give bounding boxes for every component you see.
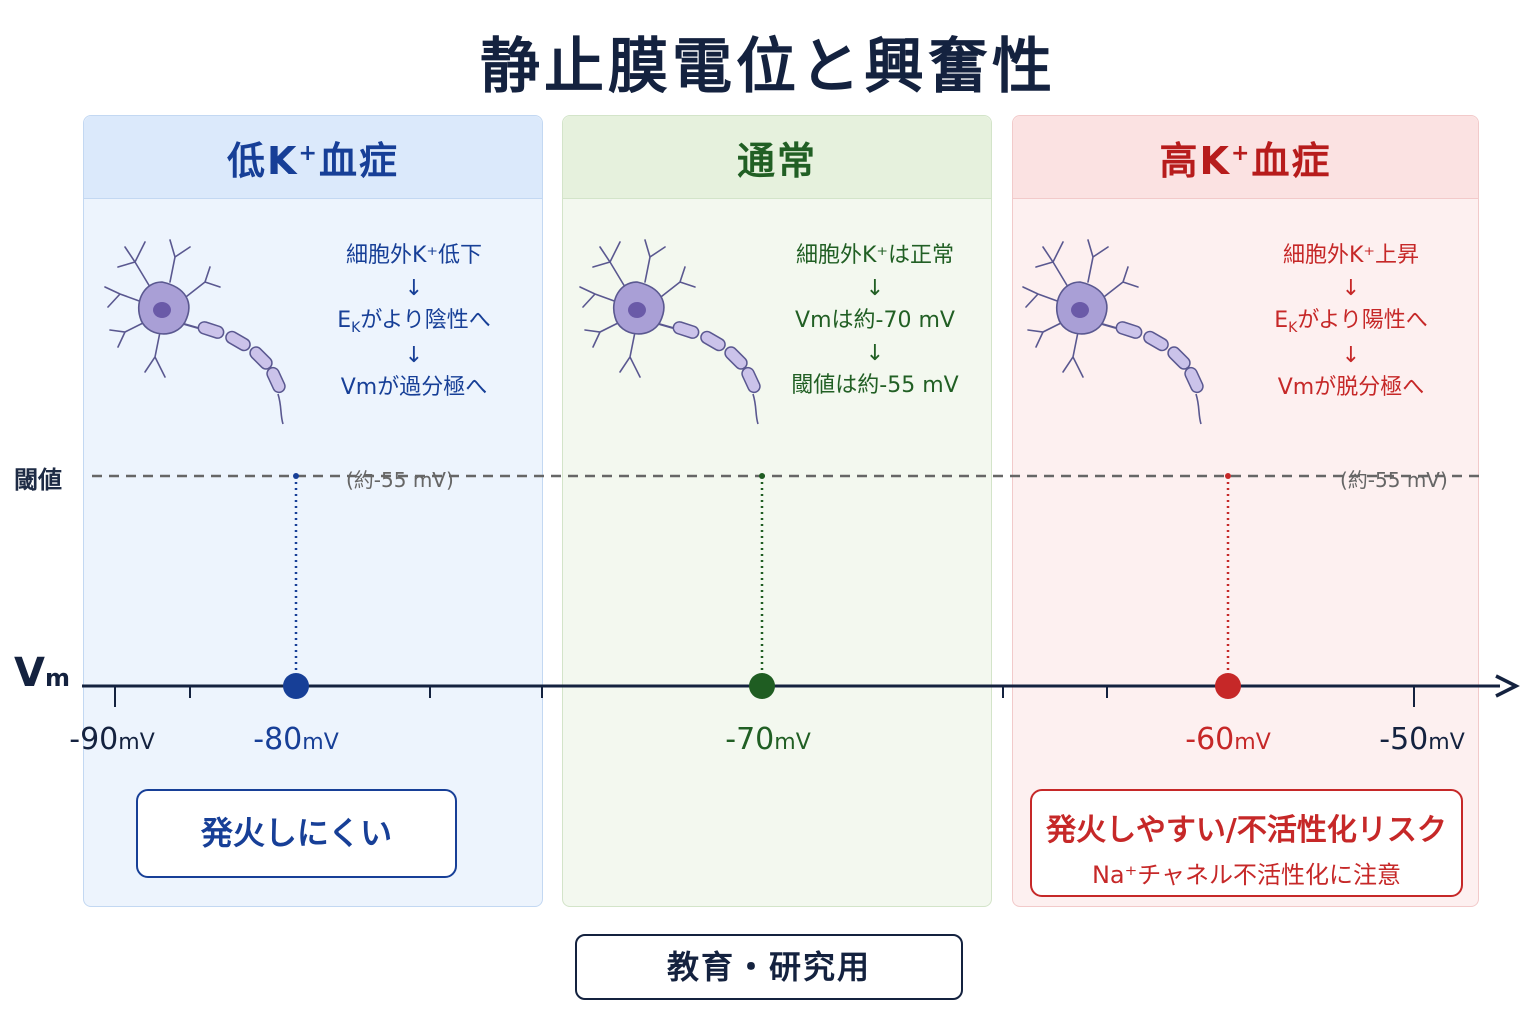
vm-markers	[283, 473, 1241, 699]
tick-value: -70	[725, 722, 775, 757]
flow-subscript: K	[351, 320, 361, 336]
flow-subscript: K	[1288, 320, 1298, 336]
flow-text: E	[1274, 308, 1289, 333]
down-arrow-icon: ↓	[1341, 275, 1361, 301]
outcome-title: 発火しやすい/不活性化リスク	[1046, 813, 1447, 848]
axis-label: Vm	[14, 650, 70, 696]
tick-label: -60mV	[1185, 722, 1270, 757]
neuron-icon	[1022, 239, 1204, 425]
tick-label: -50mV	[1379, 722, 1464, 757]
outcome-note: Na⁺チャネル不活性化に注意	[1091, 861, 1402, 889]
panel-normal: 通常	[562, 115, 992, 907]
tick-value: -50	[1379, 722, 1429, 757]
outcome-box-hypokalemia: 発火しにくい	[136, 789, 457, 878]
vm-marker-hyper	[1215, 673, 1241, 699]
tick-unit: mV	[1234, 730, 1271, 755]
tick-unit: mV	[302, 730, 339, 755]
flow-text: がより陰性へ	[360, 308, 491, 333]
vm-marker-normal	[749, 673, 775, 699]
flow-line: Vmは約-70 mV	[795, 308, 955, 333]
flow-line: EKがより陽性へ	[1231, 305, 1471, 340]
down-arrow-icon: ↓	[404, 275, 424, 301]
flow-line: 閾値は約-55 mV	[791, 373, 959, 398]
tick-label: -90mV	[69, 722, 154, 757]
threshold-value: (約-55 mV)	[346, 468, 454, 492]
flow-hypokalemia: 細胞外K⁺低下 ↓ EKがより陰性へ ↓ Vmが過分極へ	[294, 240, 534, 405]
threshold-value: (約-55 mV)	[1340, 468, 1448, 492]
flow-line: 細胞外K⁺低下	[345, 243, 483, 268]
panel-header-normal: 通常	[563, 116, 991, 199]
tick-unit: mV	[774, 730, 811, 755]
panel-hypokalemia: 低K+血症	[83, 115, 543, 907]
axis-arrow-icon	[1495, 674, 1520, 698]
flow-hyperkalemia: 細胞外K⁺上昇 ↓ EKがより陽性へ ↓ Vmが脱分極へ	[1231, 240, 1471, 405]
header-text-tail: 血症	[1251, 138, 1332, 183]
flow-line: Vmが脱分極へ	[1277, 375, 1425, 400]
tick-unit: mV	[1428, 730, 1465, 755]
flow-line: Vmが過分極へ	[340, 375, 488, 400]
panel-header-hyperkalemia: 高K+血症	[1013, 116, 1478, 199]
header-superscript: +	[298, 140, 319, 166]
threshold-point-hypo	[293, 473, 299, 479]
neuron-icon	[104, 239, 286, 425]
panel-header-hypokalemia: 低K+血症	[84, 116, 542, 199]
outcome-box-hyperkalemia: 発火しやすい/不活性化リスク Na⁺チャネル不活性化に注意	[1030, 789, 1463, 897]
flow-text: E	[337, 308, 352, 333]
flow-line: 細胞外K⁺は正常	[795, 243, 955, 268]
header-superscript: +	[1231, 140, 1252, 166]
axis-ticks	[114, 686, 1415, 707]
tick-unit: mV	[118, 730, 155, 755]
header-text: 高K	[1159, 138, 1231, 183]
header-text-tail: 血症	[318, 138, 399, 183]
tick-label: -80mV	[253, 722, 338, 757]
flow-text: がより陽性へ	[1297, 308, 1428, 333]
tick-value: -90	[69, 722, 119, 757]
flow-line: 細胞外K⁺上昇	[1282, 243, 1420, 268]
threshold-point-hyper	[1225, 473, 1231, 479]
header-text: 低K	[227, 138, 299, 183]
footer-badge: 教育・研究用	[575, 934, 963, 1000]
page-title: 静止膜電位と興奮性	[480, 32, 1056, 102]
axis-label-sub: m	[44, 664, 70, 692]
down-arrow-icon: ↓	[865, 275, 885, 301]
down-arrow-icon: ↓	[404, 342, 424, 368]
threshold-label: 閾値	[14, 466, 62, 494]
tick-value: -60	[1185, 722, 1235, 757]
tick-label: -70mV	[725, 722, 810, 757]
tick-value: -80	[253, 722, 303, 757]
down-arrow-icon: ↓	[1341, 342, 1361, 368]
down-arrow-icon: ↓	[865, 340, 885, 366]
flow-line: EKがより陰性へ	[294, 305, 534, 340]
vm-marker-hypo	[283, 673, 309, 699]
neuron-icon	[579, 239, 761, 425]
flow-normal: 細胞外K⁺は正常 ↓ Vmは約-70 mV ↓ 閾値は約-55 mV	[755, 240, 995, 403]
threshold-point-normal	[759, 473, 765, 479]
axis-label-main: V	[14, 650, 45, 696]
